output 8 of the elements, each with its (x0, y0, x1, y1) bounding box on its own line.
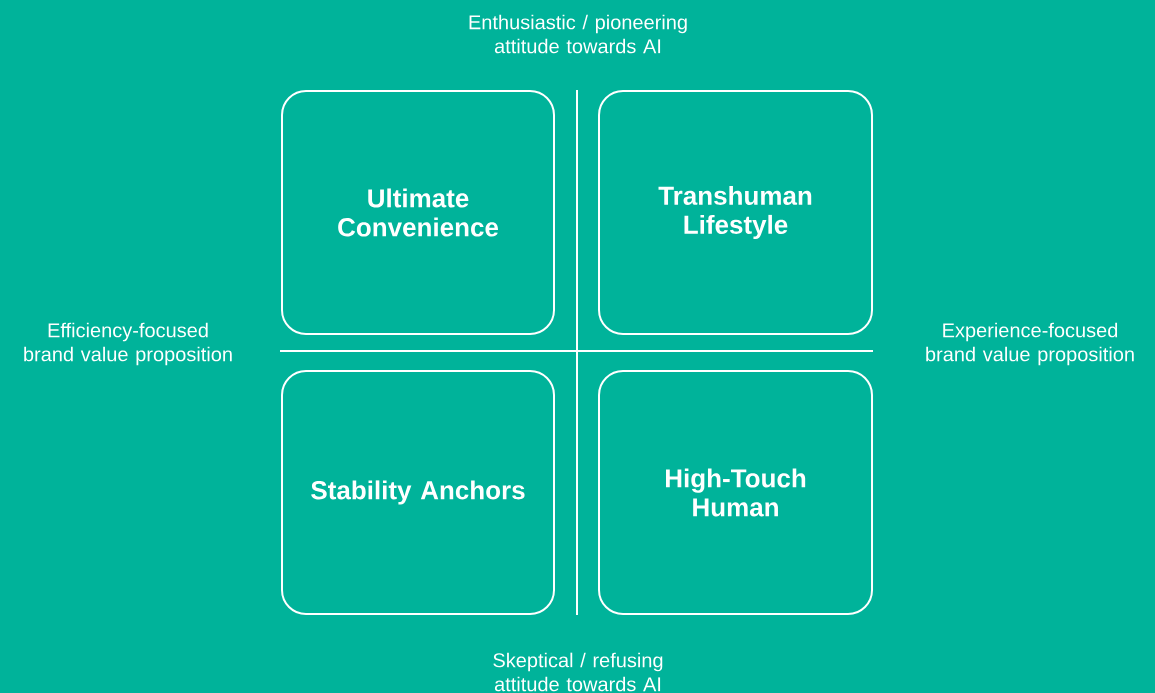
quadrant-box: High-Touch Human (598, 370, 873, 615)
quadrant-box: Transhuman Lifestyle (598, 90, 873, 335)
axis-label: Experience-focused brand value proposition (926, 322, 1134, 366)
axis-label: Enthusiastic / pioneering attitude towards AI (469, 14, 687, 54)
quadrant-box: Stability Anchors (281, 370, 555, 615)
quadrant-box: Ultimate Convenience (281, 90, 555, 335)
axis-label: Efficiency-focused brand value proposition (24, 322, 232, 366)
axis-label: Skeptical / refusing attitude towards AI (493, 652, 663, 692)
